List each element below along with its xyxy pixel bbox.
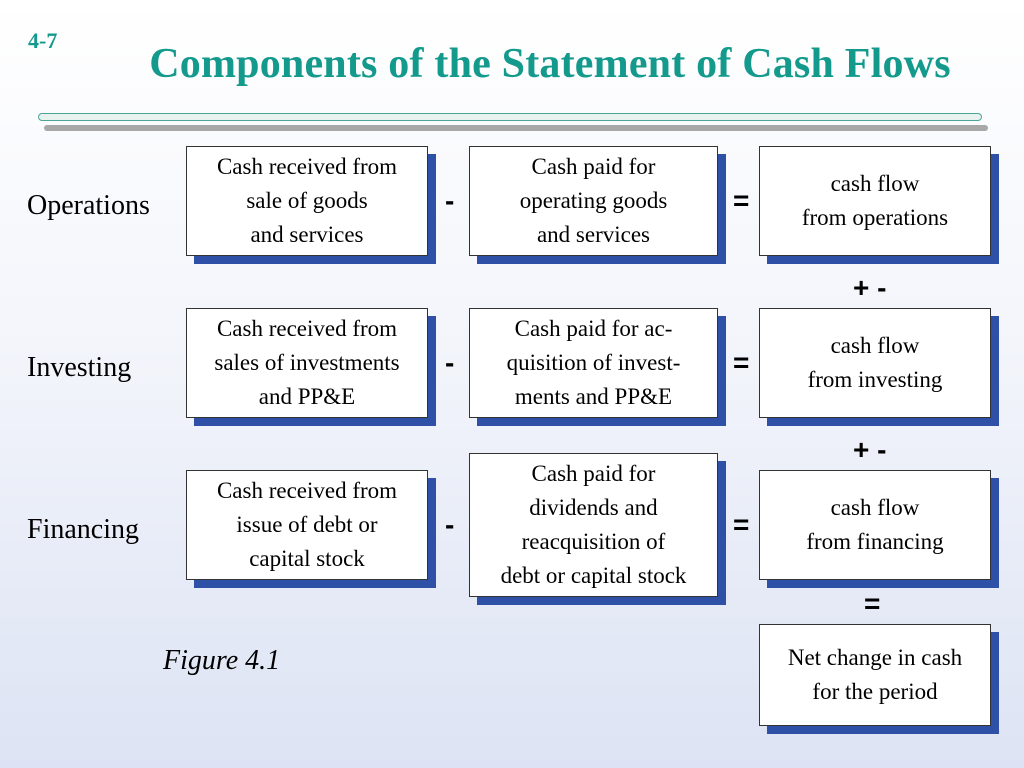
figure-caption: Figure 4.1 [163,645,281,676]
operator-equals-total: = [864,588,881,619]
box-financing-received: Cash received from issue of debt or capi… [186,470,428,580]
row-label-operations: Operations [27,190,150,221]
title-rule-top [38,113,982,121]
row-label-investing: Investing [27,352,132,383]
row-label-financing: Financing [27,514,139,545]
box-net-change: Net change in cash for the period [759,624,991,726]
box-financing-result: cash flow from financing [759,470,991,580]
operator-minus-financing: - [445,509,455,540]
box-operations-result: cash flow from operations [759,146,991,256]
box-investing-result: cash flow from investing [759,308,991,418]
operator-equals-operations: = [733,185,750,216]
slide-title: Components of the Statement of Cash Flow… [149,41,951,87]
box-operations-paid: Cash paid for operating goods and servic… [469,146,718,256]
operator-plus-minus-2: + - [853,434,887,465]
box-financing-paid: Cash paid for dividends and reacquisitio… [469,453,718,597]
operator-equals-financing: = [733,509,750,540]
operator-plus-minus-1: + - [853,272,887,303]
box-investing-paid: Cash paid for ac- quisition of invest- m… [469,308,718,418]
operator-minus-operations: - [445,185,455,216]
box-operations-received: Cash received from sale of goods and ser… [186,146,428,256]
operator-minus-investing: - [445,347,455,378]
title-rule-bottom [44,125,988,131]
operator-equals-investing: = [733,347,750,378]
slide-number: 4-7 [28,28,58,53]
box-investing-received: Cash received from sales of investments … [186,308,428,418]
